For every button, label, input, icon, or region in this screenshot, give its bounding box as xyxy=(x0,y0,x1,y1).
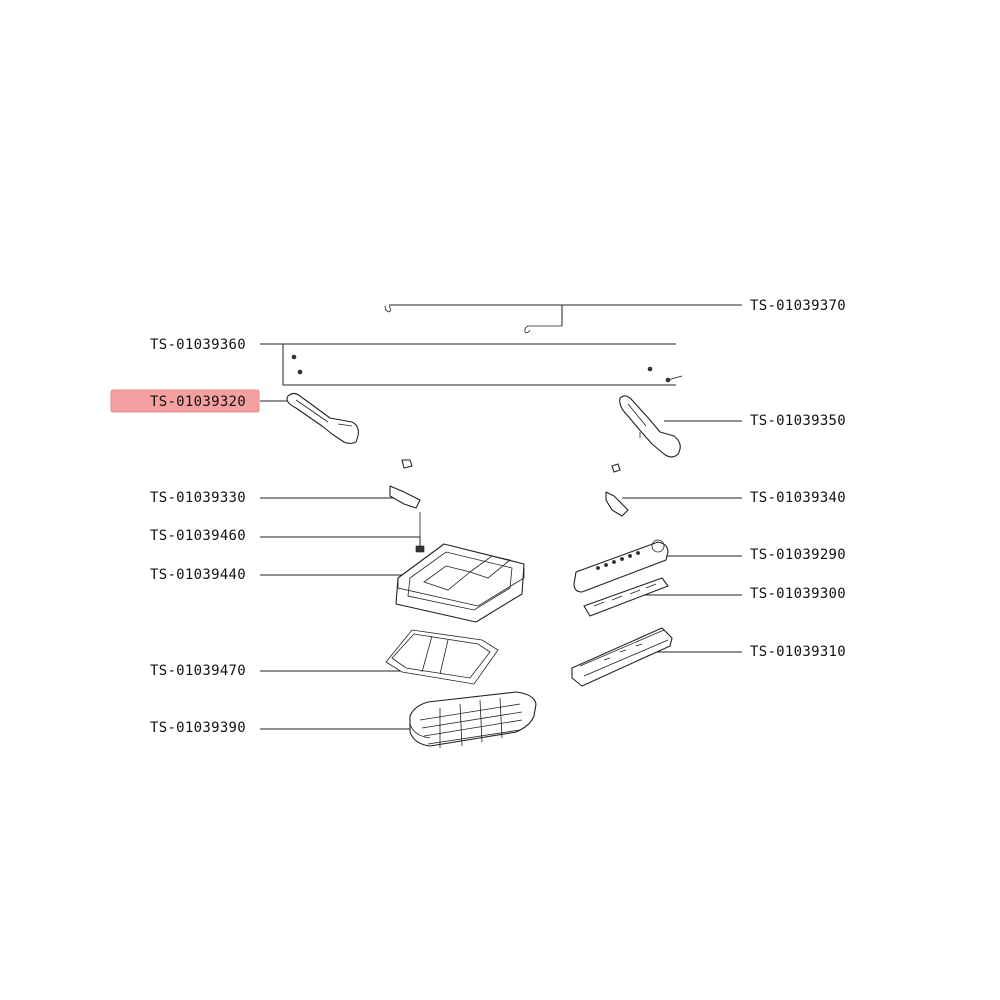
label-ts-01039370[interactable]: TS-01039370 xyxy=(750,298,846,314)
part-small-clips xyxy=(401,459,621,473)
part-circuit-board xyxy=(583,577,669,617)
part-right-hinge-arm xyxy=(619,395,681,458)
label-ts-01039310[interactable]: TS-01039310 xyxy=(750,644,846,660)
label-ts-01039340[interactable]: TS-01039340 xyxy=(750,490,846,506)
label-ts-01039330[interactable]: TS-01039330 xyxy=(150,490,246,506)
label-ts-01039390[interactable]: TS-01039390 xyxy=(150,720,246,736)
part-upper-housing xyxy=(395,543,525,623)
label-ts-01039350[interactable]: TS-01039350 xyxy=(750,413,846,429)
part-grill-plate xyxy=(409,691,537,748)
highlight-box-ts-01039320 xyxy=(110,389,260,413)
leader-lines xyxy=(260,304,742,730)
part-control-panel xyxy=(573,539,669,593)
part-right-bracket xyxy=(605,491,629,517)
part-gasket xyxy=(385,629,499,685)
part-left-hinge-arm xyxy=(286,392,359,445)
label-ts-01039290[interactable]: TS-01039290 xyxy=(750,547,846,563)
label-ts-01039360[interactable]: TS-01039360 xyxy=(150,337,246,353)
part-left-bracket xyxy=(389,485,421,509)
label-ts-01039300[interactable]: TS-01039300 xyxy=(750,586,846,602)
label-ts-01039460[interactable]: TS-01039460 xyxy=(150,528,246,544)
part-screws-360 xyxy=(291,354,683,383)
part-screws-370 xyxy=(384,305,562,334)
part-sensor-probe xyxy=(415,512,425,553)
label-ts-01039440[interactable]: TS-01039440 xyxy=(150,567,246,583)
label-ts-01039470[interactable]: TS-01039470 xyxy=(150,663,246,679)
part-control-housing xyxy=(571,627,673,687)
label-ts-01039320[interactable]: TS-01039320 xyxy=(150,394,246,410)
